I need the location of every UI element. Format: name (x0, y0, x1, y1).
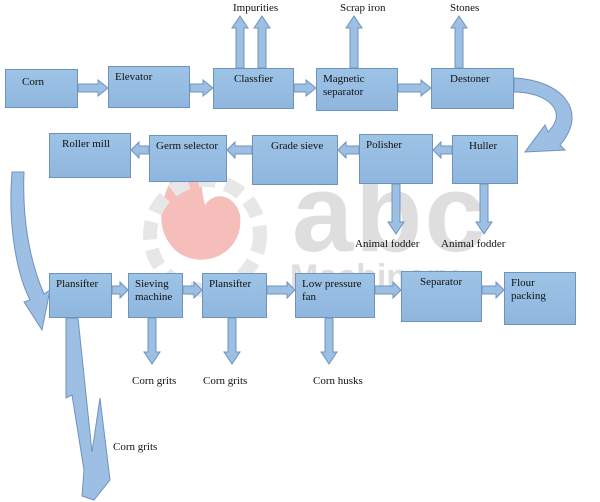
label-corn-husks: Corn husks (313, 375, 363, 387)
arrow-plansifter-grits (65, 317, 111, 501)
arrow-plansifter2-grits (223, 317, 241, 365)
arrow-sieving-grits (143, 317, 161, 365)
arrow-corn-elevator (77, 78, 109, 98)
label-animal-fodder-1: Animal fodder (355, 238, 420, 250)
arrow-plansifter2-fan (266, 280, 296, 300)
label-corn-grits-2: Corn grits (203, 375, 248, 387)
label-impurities: Impurities (233, 2, 279, 14)
node-sieving-machine: Sieving machine (128, 273, 183, 318)
arrow-plansifter-sieving (111, 280, 129, 300)
node-germ-selector: Germ selector (149, 135, 227, 182)
arrow-destoner-huller (513, 77, 573, 153)
arrow-fan-separator (374, 280, 402, 300)
label-corn-grits-3: Corn grits (113, 441, 158, 453)
arrow-stones (450, 15, 468, 69)
node-elevator: Elevator (108, 66, 190, 108)
node-roller-mill: Roller mill (49, 133, 131, 178)
node-huller: Huller (452, 135, 518, 184)
node-polisher: Polisher (359, 134, 433, 184)
node-magnetic-separator: Magnetic separator (316, 68, 398, 111)
label-animal-fodder-2: Animal fodder (441, 238, 506, 250)
arrow-separator-packing (481, 280, 505, 300)
arrow-polisher-fodder (387, 183, 405, 235)
arrow-impurities-2 (253, 15, 271, 69)
node-destoner: Destoner (431, 68, 514, 109)
arrow-elevator-classifier (189, 78, 214, 98)
arrow-fan-husks (320, 317, 338, 365)
arrow-germ-roller (130, 140, 150, 160)
node-flour-packing: Flour packing (504, 272, 576, 325)
arrow-grade-germ (226, 140, 253, 160)
node-plansifter-1: Plansifter (49, 273, 112, 318)
node-plansifter-2: Plansifter (202, 273, 267, 318)
arrow-roller-plansifter (10, 171, 51, 332)
arrow-classifier-magnetic (293, 78, 317, 98)
arrow-huller-fodder (475, 183, 493, 235)
arrow-huller-polisher (432, 140, 453, 160)
arrow-polisher-grade (337, 140, 360, 160)
node-grade-sieve: Grade sieve (252, 135, 338, 185)
node-separator: Separator (401, 271, 482, 322)
node-classifier: Classfier (213, 68, 294, 109)
node-low-pressure-fan: Low pressure fan (295, 273, 375, 318)
arrow-magnetic-destoner (397, 78, 432, 98)
arrow-impurities-1 (231, 15, 249, 69)
label-corn-grits-1: Corn grits (132, 375, 177, 387)
arrow-scrap-iron (345, 15, 363, 69)
node-corn: Corn (5, 69, 78, 108)
arrow-sieving-plansifter2 (182, 280, 203, 300)
label-scrap-iron: Scrap iron (340, 2, 386, 14)
label-stones: Stones (450, 2, 480, 14)
